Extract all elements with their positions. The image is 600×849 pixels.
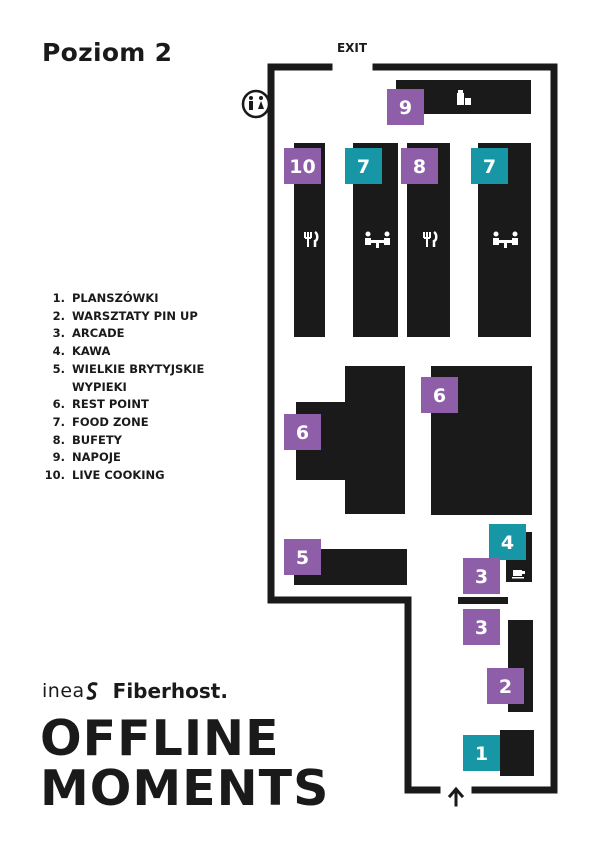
- marker-5[interactable]: 5: [284, 539, 321, 575]
- legend-item: 7.FOOD ZONE: [52, 414, 149, 429]
- marker-6[interactable]: 6: [421, 377, 458, 413]
- dining-table-icon: [493, 231, 518, 248]
- svg-text:7: 7: [357, 156, 370, 178]
- svg-text:5: 5: [296, 547, 309, 569]
- walls: [267, 63, 558, 794]
- fiberhost-logo: Fiberhost.: [112, 679, 228, 703]
- svg-text:1: 1: [475, 743, 488, 765]
- legend-item: 2.WARSZTATY PIN UP: [52, 308, 198, 323]
- svg-text:3: 3: [475, 617, 488, 639]
- legend-item: 3.ARCADE: [52, 326, 125, 341]
- block-rest-left: [296, 366, 405, 514]
- marker-10[interactable]: 10: [284, 148, 321, 184]
- legend-item: 1.PLANSZÓWKI: [52, 291, 159, 305]
- brand-line-2: MOMENTS: [40, 760, 330, 817]
- legend-item: 10.LIVE COOKING: [44, 468, 165, 483]
- legend-item: 4.KAWA: [52, 344, 111, 359]
- arrow-up-icon: [447, 786, 465, 807]
- legend-item: 6.REST POINT: [52, 397, 149, 412]
- svg-text:3: 3: [475, 566, 488, 588]
- svg-text:4: 4: [501, 532, 514, 554]
- page-title: Poziom 2: [42, 38, 173, 67]
- marker-7[interactable]: 7: [345, 148, 382, 184]
- cutlery-icon: [304, 230, 319, 247]
- marker-4[interactable]: 4: [489, 524, 526, 560]
- marker-9[interactable]: 9: [387, 89, 424, 125]
- marker-2[interactable]: 2: [487, 668, 524, 704]
- marker-7[interactable]: 7: [471, 148, 508, 184]
- block-planszowki: [500, 730, 534, 776]
- svg-text:6: 6: [433, 385, 446, 407]
- svg-text:2: 2: [499, 676, 512, 698]
- marker-6[interactable]: 6: [284, 414, 321, 450]
- bottle-icon: [457, 90, 471, 105]
- legend-item: 8.BUFETY: [52, 432, 122, 447]
- coffee-cup-icon: [512, 570, 525, 579]
- inea-swirl-icon: [86, 682, 98, 700]
- marker-1[interactable]: 1: [463, 735, 500, 771]
- marker-3[interactable]: 3: [463, 558, 500, 594]
- svg-text:10: 10: [289, 156, 315, 178]
- svg-text:6: 6: [296, 422, 309, 444]
- inea-logo: inea: [42, 680, 85, 702]
- brand-line-1: OFFLINE: [40, 710, 280, 767]
- svg-text:8: 8: [413, 156, 426, 178]
- exit-label: EXIT: [337, 41, 368, 55]
- svg-text:7: 7: [483, 156, 496, 178]
- wall-top-right: [372, 63, 558, 794]
- legend: 1.PLANSZÓWKI 2.WARSZTATY PIN UP 3.ARCADE…: [40, 290, 240, 485]
- svg-text:9: 9: [399, 97, 412, 119]
- marker-8[interactable]: 8: [401, 148, 438, 184]
- legend-item: 9.NAPOJE: [52, 450, 121, 465]
- dining-table-icon: [365, 231, 390, 248]
- legend-item: 5.WIELKIE BRYTYJSKIE WYPIEKI: [52, 361, 205, 394]
- cutlery-icon: [423, 230, 438, 247]
- wall-top-left: [267, 63, 441, 794]
- block-arcade-divider: [458, 597, 508, 604]
- sponsor-logos: inea Fiberhost.: [42, 678, 228, 704]
- marker-3[interactable]: 3: [463, 609, 500, 645]
- restroom-icon: [241, 89, 271, 119]
- zone-markers: 9 10 7 8 7 6 6 4 5 3 3 2 1: [284, 89, 526, 771]
